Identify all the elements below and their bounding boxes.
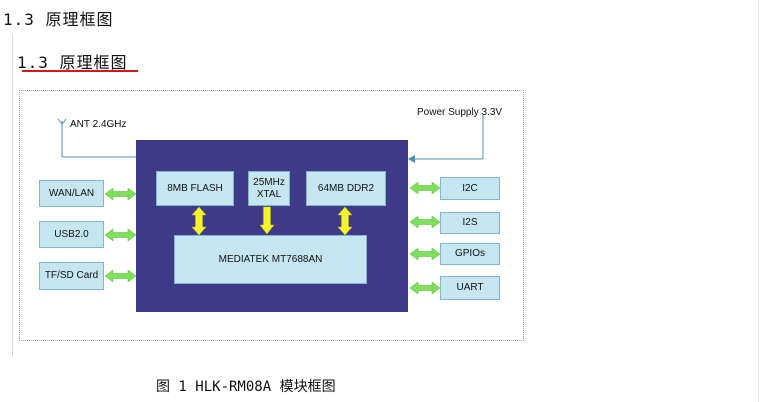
port-wan-lan: WAN/LAN xyxy=(39,180,104,207)
port-i2c: I2C xyxy=(440,177,500,200)
antenna-label: ANT 2.4GHz xyxy=(70,119,127,130)
heading-underline xyxy=(22,70,138,72)
port-usb: USB2.0 xyxy=(39,221,104,248)
xtal-label: XTAL xyxy=(256,188,282,200)
crystal-oscillator: 25MHz XTAL xyxy=(248,171,290,206)
port-tf-sd: TF/SD Card xyxy=(39,262,104,290)
block-diagram: ANT 2.4GHz Power Supply 3.3V WAN/LAN USB… xyxy=(19,90,524,341)
port-i2s: I2S xyxy=(440,212,500,234)
page-left-border xyxy=(12,34,13,356)
port-gpios: GPIOs xyxy=(440,243,500,265)
arrow-flash-soc xyxy=(191,206,207,236)
xtal-frequency: 25MHz xyxy=(253,176,285,188)
ddr-memory: 64MB DDR2 xyxy=(306,171,386,206)
port-uart: UART xyxy=(440,276,500,300)
antenna-icon xyxy=(57,118,136,158)
power-supply-label: Power Supply 3.3V xyxy=(417,107,503,118)
page-right-border xyxy=(758,0,759,402)
figure-section-heading: 1.3 原理框图 xyxy=(17,53,128,72)
diagram-connectors xyxy=(57,115,484,295)
arrow-ddr-soc xyxy=(337,206,353,236)
soc-chip: MEDIATEK MT7688AN xyxy=(174,235,367,284)
section-heading: 1.3 原理框图 xyxy=(3,10,114,29)
internal-bus-arrows xyxy=(191,206,353,236)
figure-caption: 图 1 HLK-RM08A 模块框图 xyxy=(156,379,336,395)
power-supply-line xyxy=(408,115,484,163)
arrow-xtal-soc xyxy=(259,206,275,235)
flash-memory: 8MB FLASH xyxy=(156,171,234,206)
